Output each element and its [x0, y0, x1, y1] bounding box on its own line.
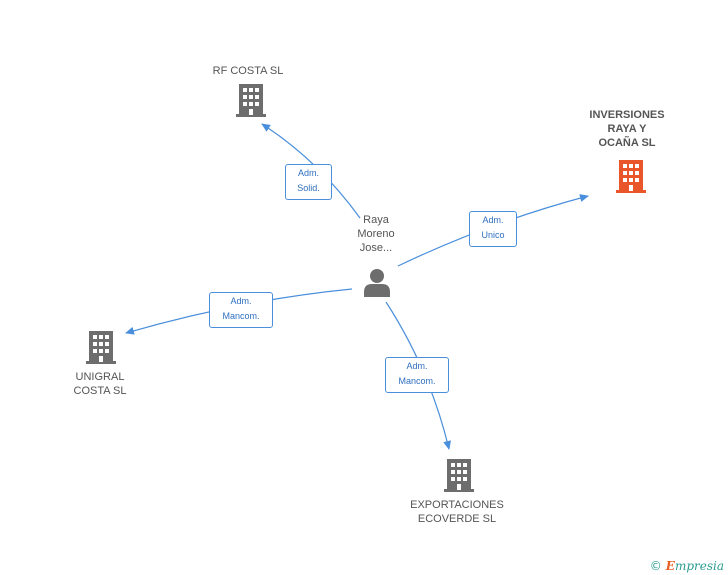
relation-label-unigral: Adm. Mancom.: [209, 292, 273, 328]
brand-initial: E: [665, 559, 675, 573]
relation-label-inversiones: Adm. Unico: [469, 211, 517, 247]
brand-name: mpresia: [674, 559, 724, 573]
company-label-unigral[interactable]: UNIGRAL COSTA SL: [73, 371, 127, 397]
person-icon[interactable]: [364, 269, 390, 297]
building-icon[interactable]: [616, 160, 646, 193]
company-label-inversiones[interactable]: INVERSIONES RAYA Y OCAÑA SL: [589, 109, 665, 149]
building-icon[interactable]: [236, 84, 266, 117]
copyright-symbol: ©: [649, 559, 662, 573]
company-label-exportaciones[interactable]: EXPORTACIONES ECOVERDE SL: [410, 499, 504, 525]
company-label-rf-costa[interactable]: RF COSTA SL: [212, 65, 284, 77]
building-icon[interactable]: [444, 459, 474, 492]
person-label[interactable]: Raya Moreno Jose...: [357, 214, 395, 254]
empresia-logo[interactable]: ©Empresia: [650, 559, 724, 573]
building-icon[interactable]: [86, 331, 116, 364]
relation-label-exportaciones: Adm. Mancom.: [385, 357, 449, 393]
relation-label-rf-costa: Adm. Solid.: [285, 164, 332, 200]
